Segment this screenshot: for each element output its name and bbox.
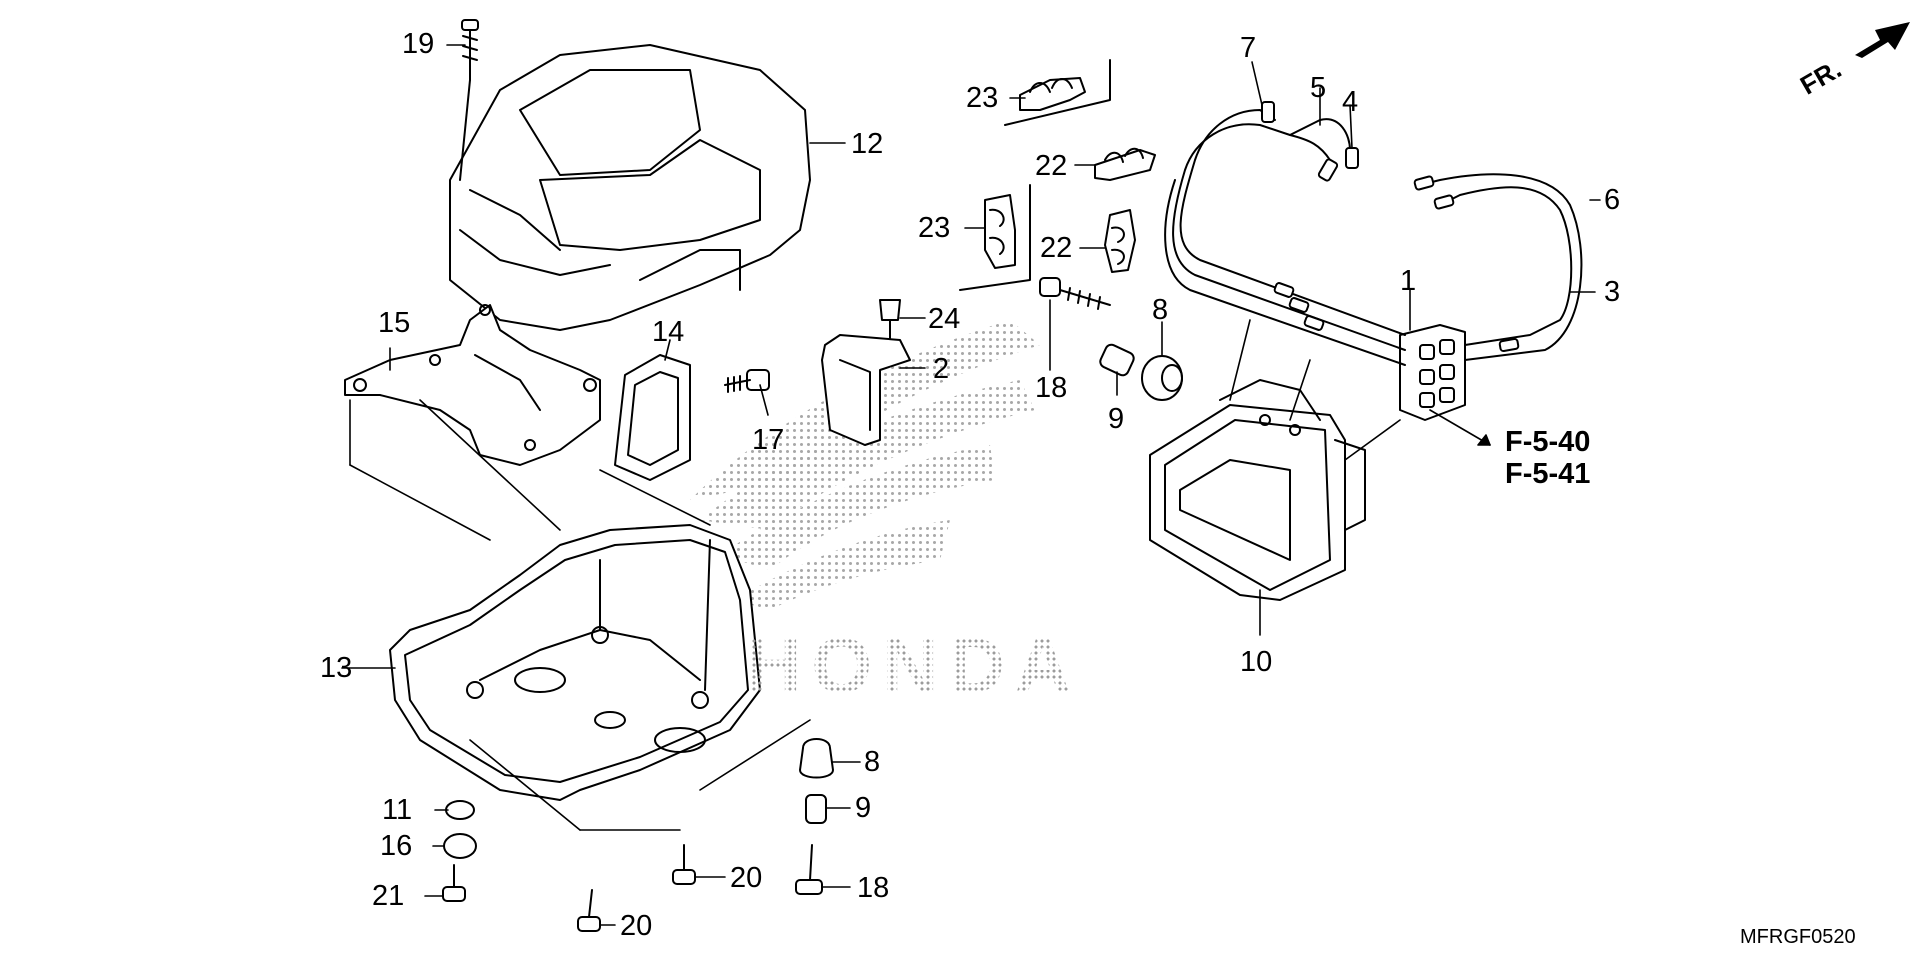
callout-12: 12 bbox=[851, 128, 884, 160]
joint-block-part-1 bbox=[1399, 324, 1466, 421]
leader-lines bbox=[341, 44, 1601, 926]
callout-22-right: 22 bbox=[1040, 232, 1073, 264]
abs-modulator-part-10 bbox=[1149, 379, 1366, 601]
callout-22-top: 22 bbox=[1035, 150, 1068, 182]
bolt-part-20-a bbox=[672, 844, 696, 885]
callout-9-upper: 9 bbox=[1108, 403, 1125, 435]
callout-14: 14 bbox=[652, 316, 685, 348]
callout-8-lower: 8 bbox=[864, 746, 881, 778]
bolt-part-18-upper bbox=[1039, 277, 1111, 310]
callout-24: 24 bbox=[928, 303, 961, 335]
callout-18-lower: 18 bbox=[857, 872, 890, 904]
honda-text-watermark: HONDA bbox=[745, 621, 1081, 709]
bolt-part-20-b bbox=[577, 889, 601, 932]
callout-13: 13 bbox=[320, 652, 353, 684]
callout-21: 21 bbox=[372, 880, 405, 912]
callout-20-right: 20 bbox=[730, 862, 763, 894]
clip-part-24 bbox=[879, 299, 901, 339]
callout-11: 11 bbox=[382, 794, 413, 826]
callout-2: 2 bbox=[933, 353, 950, 385]
grommet-part-16 bbox=[443, 833, 477, 859]
callout-16: 16 bbox=[380, 830, 413, 862]
brake-pipes-parts-3-to-7 bbox=[1164, 101, 1583, 366]
callout-23-top: 23 bbox=[966, 82, 999, 114]
grommet-part-8-upper bbox=[1141, 355, 1183, 401]
reference-f-5-40[interactable]: F-5-40 bbox=[1505, 426, 1591, 458]
stay-part-15 bbox=[344, 304, 601, 466]
callout-5: 5 bbox=[1310, 72, 1327, 104]
collar-part-9-upper bbox=[1099, 343, 1135, 377]
bolt-part-17 bbox=[724, 369, 770, 393]
callout-3: 3 bbox=[1604, 276, 1621, 308]
callout-15: 15 bbox=[378, 307, 411, 339]
clamp-part-22-top bbox=[1094, 147, 1156, 181]
clamp-part-23-left bbox=[959, 184, 1031, 291]
screw-part-19 bbox=[459, 19, 479, 181]
bolt-part-18-lower bbox=[795, 844, 823, 895]
callout-10: 10 bbox=[1240, 646, 1273, 678]
callout-1: 1 bbox=[1400, 265, 1417, 297]
callout-4: 4 bbox=[1342, 86, 1359, 118]
front-direction-arrow bbox=[1855, 22, 1910, 58]
cover-part-2 bbox=[821, 334, 911, 446]
callout-8-upper: 8 bbox=[1152, 294, 1169, 326]
callout-20-bottom: 20 bbox=[620, 910, 653, 942]
callout-19: 19 bbox=[402, 28, 435, 60]
callout-23-left: 23 bbox=[918, 212, 951, 244]
callout-9-lower: 9 bbox=[855, 792, 872, 824]
callout-7: 7 bbox=[1240, 32, 1257, 64]
clamp-part-23-top bbox=[1004, 59, 1111, 126]
reference-f-5-41[interactable]: F-5-41 bbox=[1505, 458, 1591, 490]
diagram-code: MFRGF0520 bbox=[1740, 926, 1856, 948]
clamp-part-22-right bbox=[1104, 209, 1136, 273]
collar-part-9-lower bbox=[805, 794, 827, 824]
rubber-part-14 bbox=[614, 354, 691, 481]
grommet-part-8-lower bbox=[799, 738, 834, 779]
bolt-part-21 bbox=[442, 864, 466, 902]
callout-17: 17 bbox=[752, 424, 785, 456]
callout-6: 6 bbox=[1604, 184, 1621, 216]
callout-18-upper: 18 bbox=[1035, 372, 1068, 404]
cover-part-12 bbox=[449, 44, 811, 331]
case-part-13 bbox=[389, 524, 761, 801]
collar-part-11 bbox=[445, 800, 475, 820]
